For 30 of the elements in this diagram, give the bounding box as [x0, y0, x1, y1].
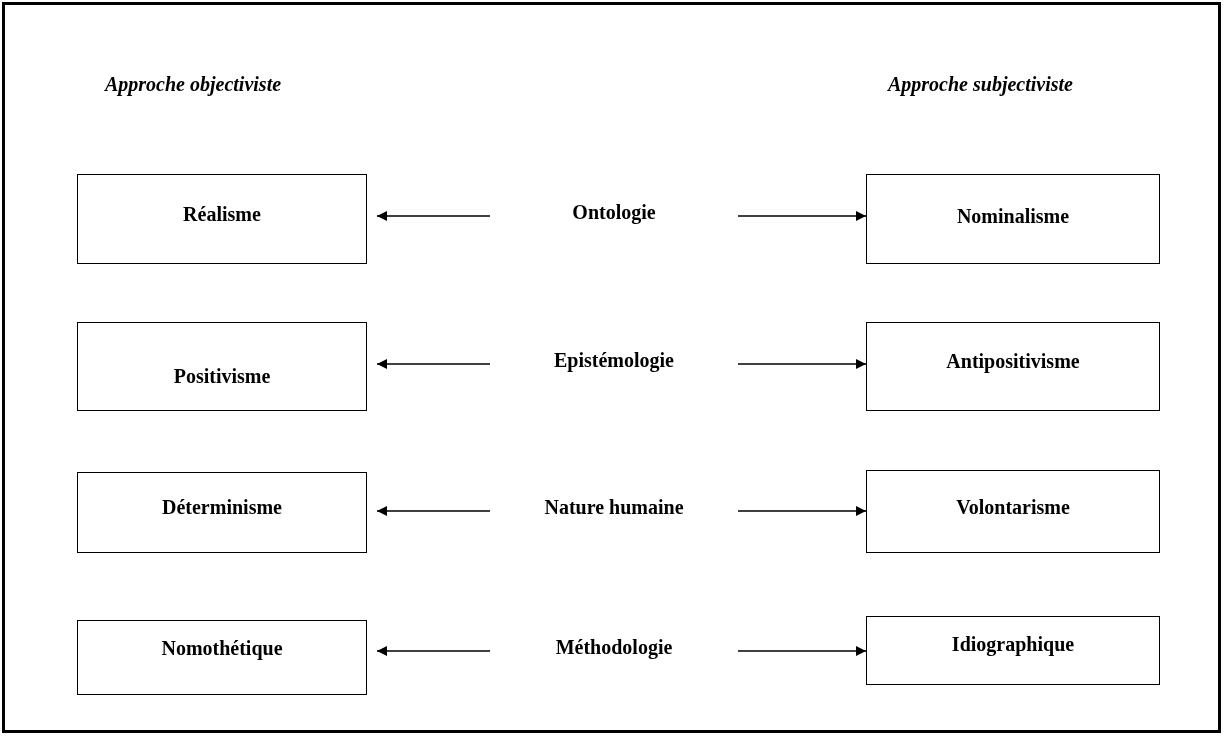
dimension-label: Méthodologie	[554, 636, 674, 659]
concept-box	[77, 174, 367, 264]
box-label: Nominalisme	[955, 205, 1071, 228]
concept-box	[866, 616, 1160, 685]
box-label: Réalisme	[182, 203, 262, 226]
arrow	[376, 506, 491, 516]
dimension-label: Epistémologie	[553, 349, 675, 372]
concept-box	[77, 472, 367, 553]
concept-box	[866, 322, 1160, 411]
box-label: Antipositivisme	[945, 350, 1081, 373]
dimension-label: Ontologie	[571, 201, 657, 224]
approach-heading: Approche objectiviste	[105, 73, 282, 96]
box-label: Nomothétique	[160, 637, 284, 660]
arrow	[376, 359, 491, 369]
box-label: Idiographique	[950, 633, 1076, 656]
arrow	[737, 646, 867, 656]
concept-box	[77, 620, 367, 695]
arrow	[737, 359, 867, 369]
concept-box	[77, 322, 367, 411]
arrow	[376, 211, 491, 221]
dimension-label: Nature humaine	[543, 496, 685, 519]
arrow	[376, 646, 491, 656]
concept-box	[866, 174, 1160, 264]
arrow	[737, 211, 867, 221]
arrow	[737, 506, 867, 516]
concept-box	[866, 470, 1160, 553]
approach-heading: Approche subjectiviste	[888, 73, 1073, 96]
box-label: Volontarisme	[955, 496, 1071, 519]
box-label: Déterminisme	[161, 496, 283, 519]
box-label: Positivisme	[172, 365, 272, 388]
